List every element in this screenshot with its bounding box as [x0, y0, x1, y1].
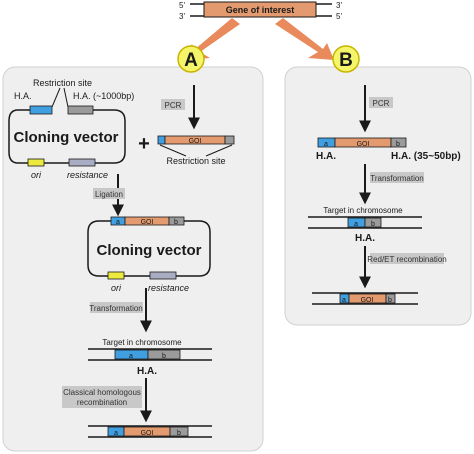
panel-a-letter: A [184, 50, 198, 71]
vector-ha-right-label: H.A. (~1000bp) [73, 91, 134, 101]
panel-b-result-a-label: a [342, 297, 346, 304]
vector-1-ori-block [27, 158, 45, 167]
pcr-product-right-site [224, 135, 235, 145]
panel-a-result-b-label: b [177, 430, 181, 437]
panel-a-result-goi-label: GOI [141, 430, 154, 437]
vector-2-goi-label: GOI [141, 219, 154, 226]
panel-a-result-a-label: a [114, 430, 118, 437]
restriction-pointer-left [51, 87, 61, 108]
panel-a-pcr-box [161, 99, 185, 110]
gene-label: Gene of interest [226, 5, 295, 15]
classical-box [62, 386, 142, 408]
arrow-to-b [275, 18, 334, 60]
ligation-label: Ligation [95, 190, 123, 199]
panel-a-badge [177, 45, 205, 73]
vector-1-resistance-label: resistance [67, 170, 108, 180]
vector-1-ori-label: ori [31, 170, 42, 180]
plus-sign: + [138, 133, 150, 155]
strand-3-right: 3' [336, 1, 342, 10]
vector-2-ori-block [107, 271, 125, 280]
vector-1-resistance-block [68, 158, 96, 167]
panel-b-result-b-label: b [388, 297, 392, 304]
panel-a-pcr-label: PCR [165, 101, 182, 110]
gene-of-interest-group: Gene of interest 5' 3' 3' 5' [179, 1, 342, 21]
vector-ha-left-label: H.A. [14, 91, 32, 101]
panel-b-product-a-label: a [324, 141, 328, 148]
vector-2-a-label: a [116, 219, 120, 226]
panel-b-transformation-box [370, 172, 424, 183]
panel-b-target-label: Target in chromosome [323, 206, 403, 215]
panel-a-chrom-b-label: b [162, 353, 166, 360]
panel-b-chrom-b-block [364, 217, 382, 228]
restriction-pointer-right [63, 87, 69, 108]
panel-a-chrom-a-label: a [129, 353, 133, 360]
panel-b-product-b-label: b [396, 141, 400, 148]
pcr-product-goi-label: GOI [189, 138, 202, 145]
restriction-site-bottom-label: Restriction site [166, 156, 225, 166]
cloning-vector-2-label: Cloning vector [96, 242, 201, 259]
gene-box [203, 1, 317, 18]
cloning-vector-2-outline [87, 220, 211, 277]
strand-5-right: 5' [336, 12, 342, 21]
red-et-label: Red/ET recombination [367, 255, 446, 264]
panel-b-pcr-box [369, 97, 393, 108]
panel-b-ha-bottom-label: H.A. [355, 233, 375, 244]
strand-3-left: 3' [179, 12, 185, 21]
vector-2-resistance-label: resistance [148, 283, 189, 293]
restriction-pointer-bottom-left [159, 144, 187, 157]
panel-a-transformation-label: Transformation [89, 304, 143, 313]
vector-2-b-label: b [174, 219, 178, 226]
panel-a-ha-bottom-label: H.A. [137, 366, 157, 377]
restriction-pointer-bottom-right [205, 144, 233, 157]
vector-2-ori-label: ori [111, 283, 122, 293]
restriction-site-top-label: Restriction site [33, 78, 92, 88]
vector-2-resistance-block [149, 271, 177, 280]
panel-b-transformation-label: Transformation [370, 174, 424, 183]
vector-2-insert-b [168, 216, 185, 226]
panel-b-chrom-a-label: a [354, 221, 358, 228]
panel-a-result-b-block [169, 426, 189, 437]
panel-b-result-goi-label: GOI [361, 297, 374, 304]
cloning-vector-1-label: Cloning vector [13, 129, 118, 146]
pcr-product-left-site [157, 135, 166, 145]
panel-b-pcr-label: PCR [373, 99, 390, 108]
red-et-box [370, 253, 444, 264]
ligation-box [93, 188, 125, 199]
panel-b-product-b [390, 137, 407, 148]
classical-label-2: recombination [77, 398, 127, 407]
panel-b-result-b-block [385, 293, 396, 304]
panel-b-letter: B [339, 50, 353, 71]
classical-label-1: Classical homologous [63, 388, 141, 397]
panel-b-ha-right-label: H.A. (35~50bp) [391, 151, 461, 162]
panel-b-chrom-b-label: b [371, 221, 375, 228]
panel-a-chrom-b-block [147, 349, 181, 360]
panel-a-target-label: Target in chromosome [102, 338, 182, 347]
panel-b-ha-left-label: H.A. [316, 151, 336, 162]
panel-b-product-goi-label: GOI [357, 141, 370, 148]
panel-a-transformation-box [90, 302, 143, 313]
vector-1-ha-right [67, 105, 94, 115]
panel-b-badge [332, 45, 360, 73]
cloning-vector-1-outline [8, 109, 126, 164]
vector-1-ha-left [29, 105, 53, 115]
strand-5-left: 5' [179, 1, 185, 10]
